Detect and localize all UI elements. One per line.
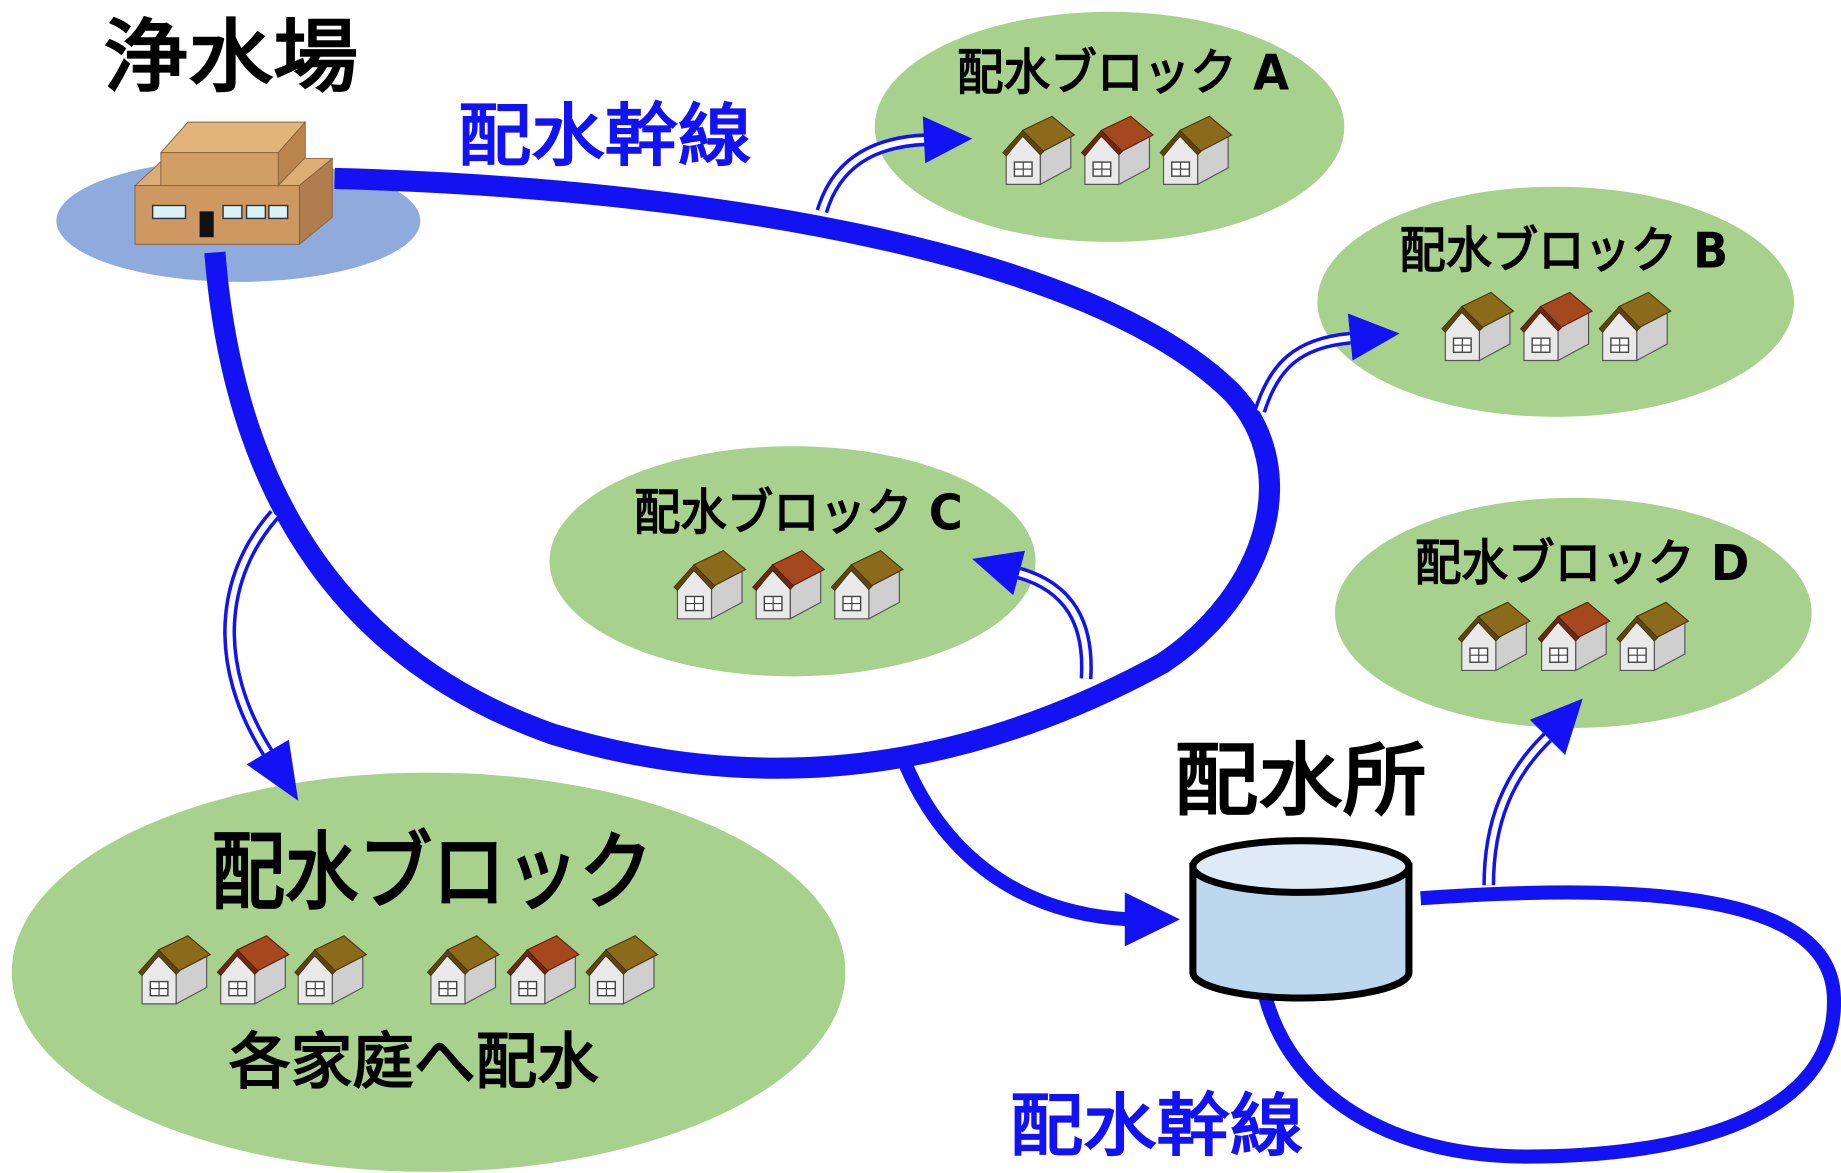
- block-c-label: 配水ブロック C: [634, 484, 963, 542]
- reservoir-label: 配水所: [1174, 734, 1426, 827]
- plant-window: [245, 204, 267, 220]
- branch-arrow-block-main: [223, 510, 299, 801]
- trunk-sub-label: 配水幹線: [1010, 1087, 1304, 1166]
- reservoir-feed-pipe: [897, 758, 1180, 947]
- reservoir-tank-icon: [1189, 837, 1413, 1002]
- sub-trunk-pipe: [1258, 885, 1841, 1164]
- branch-arrow-block-a: [815, 116, 973, 214]
- branch-arrow-block-d: [1482, 698, 1583, 886]
- plant-window: [268, 204, 289, 220]
- plant-window: [222, 204, 243, 220]
- block-a-label: 配水ブロック A: [957, 43, 1289, 101]
- reservoir-feed-arrowhead: [1124, 892, 1180, 947]
- plant-door: [199, 211, 214, 238]
- main-block-label: 配水ブロック: [211, 824, 652, 922]
- branch-arrow-block-b: [1253, 313, 1400, 413]
- main-trunk-pipe: [204, 167, 1280, 779]
- branch-arrow-block-c: [972, 550, 1093, 680]
- water-treatment-plant-icon: [133, 120, 334, 246]
- block-b-label: 配水ブロック B: [1400, 222, 1729, 280]
- trunk-main-label: 配水幹線: [458, 98, 752, 177]
- plant-window: [151, 204, 187, 220]
- block-d-label: 配水ブロック D: [1415, 534, 1750, 592]
- main-block-caption: 各家庭へ配水: [229, 1027, 600, 1098]
- plant-label: 浄水場: [103, 11, 358, 104]
